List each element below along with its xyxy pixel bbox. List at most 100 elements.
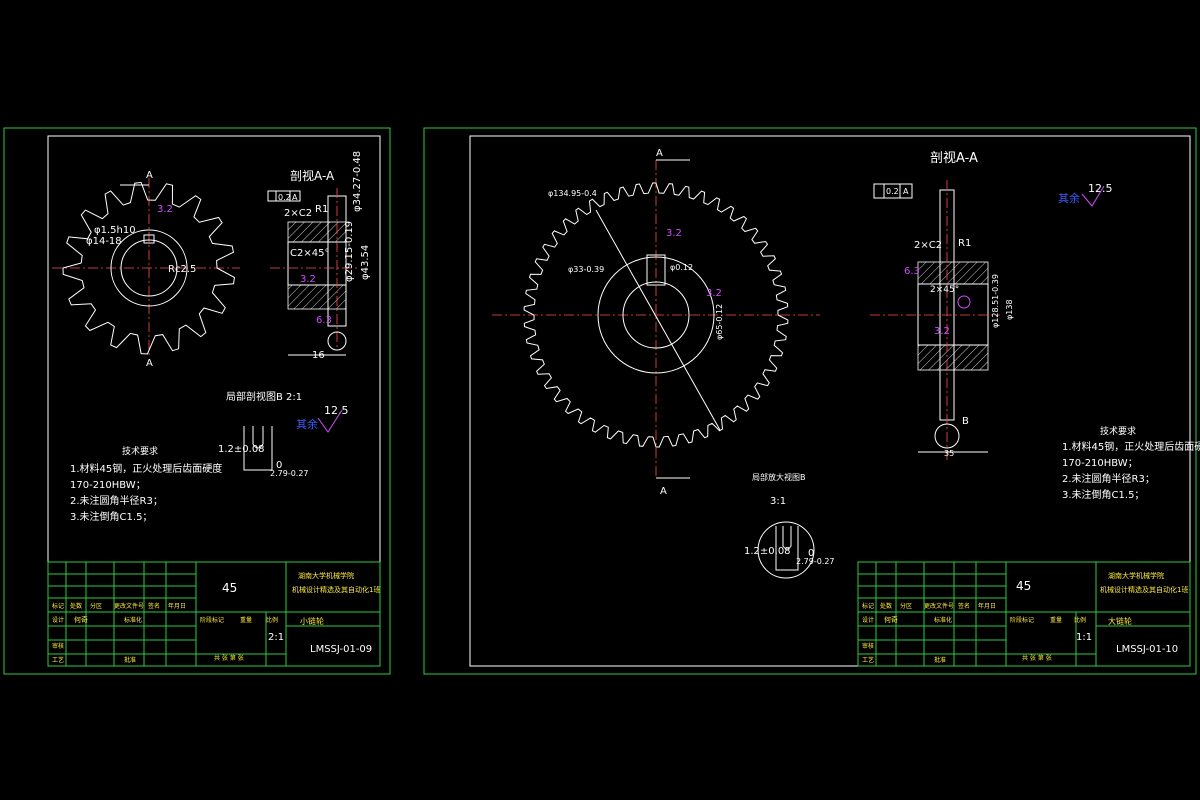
- small-detail-b-dim: 2.79-0.27: [270, 469, 309, 478]
- large-section-title: 剖视A-A: [930, 151, 978, 166]
- large-detail-b: 局部放大视图B 3:1 1.2±0.08 0 2.79-0.27: [744, 472, 835, 579]
- large-tech-title: 技术要求: [1100, 425, 1136, 437]
- large-width: 35: [944, 449, 954, 458]
- large-tech-line-3: 2.未注圆角半径R3；: [1062, 472, 1155, 485]
- small-fillet: R1: [315, 204, 328, 215]
- small-tb-approve: 批准: [124, 656, 136, 664]
- small-bore-circle: [120, 239, 178, 297]
- small-sheet-outer-frame: [3, 127, 391, 675]
- small-tol-ref: A: [292, 193, 298, 202]
- large-tb-scale: 1:1: [1076, 632, 1092, 643]
- small-hub-circle: [110, 229, 188, 307]
- large-section-mark-top: A: [656, 148, 663, 159]
- small-tb-label-5: 签名: [148, 602, 160, 610]
- large-tb-label-2: 处数: [880, 602, 892, 610]
- small-detail-a: 1.2±0.08: [218, 444, 265, 455]
- small-tech-line-1: 1.材料45钢，正火处理后齿面硬度: [70, 462, 222, 475]
- large-sprocket-section-view: 剖视A-A 0.2 A 2×C2 R1 2×45° 6.3 3.2 35 B φ…: [870, 151, 1113, 460]
- large-rough-front-2: 3.2: [706, 288, 722, 299]
- small-tb-part-name: 小链轮: [300, 616, 324, 626]
- large-tb-label-4: 更改文件号: [924, 602, 954, 610]
- large-tech-line-4: 3.未注倒角C1.5；: [1062, 488, 1144, 501]
- large-dia2: φ138: [1005, 299, 1014, 320]
- large-roughness-note: 其余: [1058, 191, 1080, 205]
- small-keyway: [143, 234, 155, 244]
- large-detail-title: 局部放大视图B: [752, 472, 806, 482]
- large-tb-project: 机械设计精选及其自动化1班: [1100, 585, 1188, 594]
- large-angle: 2×45°: [930, 285, 959, 295]
- large-tb-part-name: 大链轮: [1108, 616, 1132, 626]
- small-tb-std: 标准化: [124, 616, 142, 624]
- small-tech-line-4: 3.未注倒角C1.5；: [70, 510, 152, 523]
- small-tb-scale: 2:1: [268, 632, 284, 643]
- large-dim-d4: φ65-0.12: [715, 304, 724, 340]
- large-roughness-value: 12.5: [1088, 182, 1113, 195]
- small-sprocket-front-view: A A φ14-18 φ1.5h10 Rc2.5 3.2: [52, 170, 240, 369]
- large-tb-material: 45: [1016, 579, 1031, 593]
- large-tb-weight: 重量: [1050, 616, 1062, 624]
- large-dim-d2: φ33-0.39: [568, 265, 604, 274]
- large-sprocket-sheet: A A φ134.95-0.4 φ33-0.39 φ0.12 φ65-0.12 …: [423, 127, 1200, 675]
- small-dim-d1: φ14-18: [86, 236, 122, 247]
- small-tb-designer: 何奇: [74, 615, 88, 624]
- large-dim-d3: φ0.12: [670, 263, 693, 272]
- small-roughness-symbol: [317, 409, 343, 433]
- small-tb-material: 45: [222, 581, 237, 595]
- small-tb-stage: 阶段标记: [200, 616, 224, 624]
- small-sprocket-section-view: 剖视A-A 0.2 A 2×C2 R1 C2×45° 3.2 6.3 16 φ3…: [267, 151, 371, 361]
- small-tb-label-2: 处数: [70, 602, 82, 610]
- small-chamfer: 2×C2: [284, 208, 312, 219]
- large-sprocket-front-view: A A φ134.95-0.4 φ33-0.39 φ0.12 φ65-0.12 …: [492, 148, 820, 497]
- small-tech-title: 技术要求: [122, 445, 158, 457]
- large-detail-circle: [934, 423, 960, 449]
- small-tech-requirements: 技术要求 1.材料45钢，正火处理后齿面硬度 170-210HBW； 2.未注圆…: [70, 445, 222, 523]
- large-tb-sheets: 共 张 第 张: [1022, 654, 1052, 662]
- large-tb-design: 设计: [862, 616, 874, 624]
- small-dim-d2: φ1.5h10: [94, 225, 136, 236]
- large-tb-drawing-no: LMSSJ-01-10: [1116, 644, 1178, 655]
- small-tb-school: 湖南大学机械学院: [298, 571, 354, 580]
- large-datum-circle: [957, 295, 971, 309]
- small-rough-sec1: 3.2: [300, 274, 316, 285]
- large-tech-line-2: 170-210HBW；: [1062, 458, 1138, 469]
- small-section-mark-top: A: [146, 170, 153, 181]
- small-detail-title: 局部剖视图B 2:1: [226, 390, 302, 403]
- small-tb-drawing-no: LMSSJ-01-09: [310, 644, 372, 655]
- small-tb-label-1: 标记: [52, 602, 64, 610]
- large-tech-line-1: 1.材料45钢，正火处理后齿面硬度: [1062, 440, 1200, 453]
- large-dia1: φ128.51-0.39: [991, 274, 1000, 328]
- small-tech-line-2: 170-210HBW；: [70, 480, 146, 491]
- large-keyway: [646, 254, 666, 286]
- large-rough-sec1: 6.3: [904, 266, 920, 277]
- large-roughness-symbol: [1081, 185, 1105, 207]
- small-tb-label-4: 更改文件号: [114, 602, 144, 610]
- large-dim-d1: φ134.95-0.4: [548, 189, 597, 198]
- small-width: 16: [312, 350, 325, 361]
- large-tol: 0.2: [886, 187, 899, 196]
- large-tol-ref: A: [903, 187, 909, 196]
- large-rough-front-1: 3.2: [666, 228, 682, 239]
- small-tol: 0.2: [278, 193, 291, 202]
- small-section-title: 剖视A-A: [290, 168, 335, 183]
- large-tb-ratio: 比例: [1074, 616, 1086, 624]
- large-detail-b-dim: 2.79-0.27: [796, 557, 835, 566]
- small-tb-label-3: 分区: [90, 602, 102, 610]
- large-chamfer: 2×C2: [914, 240, 942, 251]
- large-tb-review: 审核: [862, 642, 874, 650]
- small-sprocket-teeth-outline: [62, 181, 236, 355]
- large-sprocket-teeth-outline: [523, 182, 789, 448]
- large-detail-scale: 3:1: [770, 496, 786, 507]
- small-tb-process: 工艺: [52, 656, 64, 664]
- small-dim-d3: Rc2.5: [168, 264, 196, 275]
- small-tb-project: 机械设计精选及其自动化1班: [292, 585, 380, 594]
- large-tb-designer: 何奇: [884, 615, 898, 624]
- small-dia1: φ34.27-0.48: [352, 151, 363, 212]
- small-roughness-value: 12.5: [324, 404, 349, 417]
- small-detail-circle: [327, 331, 347, 351]
- small-roughness-note: 其余: [296, 417, 318, 431]
- large-detail-a: 1.2±0.08: [744, 546, 791, 557]
- small-rough-front: 3.2: [157, 204, 173, 215]
- large-tb-process: 工艺: [862, 656, 874, 664]
- large-fillet: R1: [958, 238, 971, 249]
